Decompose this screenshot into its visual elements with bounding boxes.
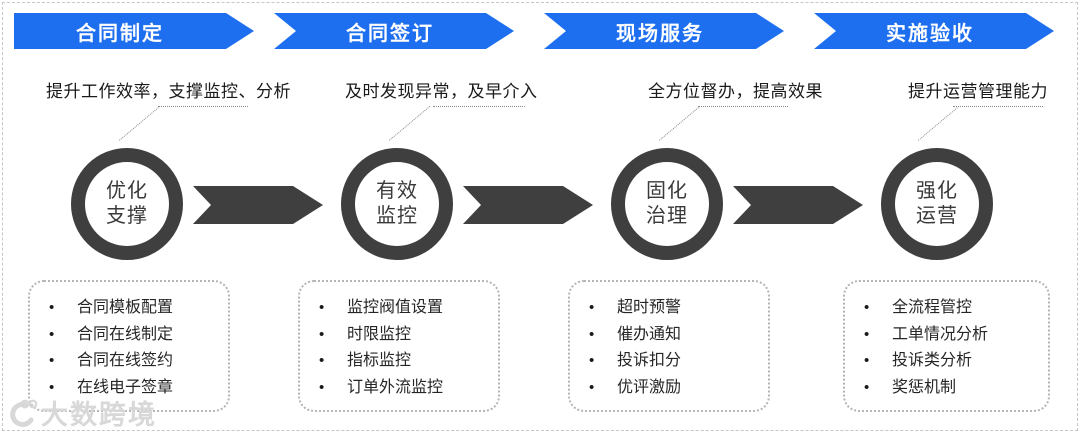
stage-items: 超时预警 催办通知 投诉扣分 优评激励 — [570, 295, 764, 401]
circle-label-line1: 有效 — [376, 180, 418, 202]
list-item: 投诉扣分 — [570, 348, 764, 375]
stage-banner: 实施验收 — [814, 13, 1054, 49]
list-item: 监控阀值设置 — [300, 295, 494, 322]
stage-banner: 现场服务 — [544, 13, 784, 49]
list-item: 时限监控 — [300, 322, 494, 349]
stage-banner: 合同制定 — [14, 13, 254, 49]
callout-line-horizontal — [158, 106, 248, 107]
callout-line-diagonal — [389, 105, 431, 141]
watermark: 大数跨境 — [2, 393, 157, 432]
callout-line-horizontal — [433, 106, 525, 107]
list-item: 指标监控 — [300, 348, 494, 375]
stage-column-3: 现场服务 全方位督办，提高效果 固化 治理 超时预警 催办通知 投诉扣分 优评激… — [540, 0, 823, 433]
arrow-connector-icon — [193, 186, 323, 224]
stage-circle: 强化 运营 — [881, 148, 993, 260]
callout-line-diagonal — [918, 105, 960, 141]
list-item: 超时预警 — [570, 295, 764, 322]
callout-line-diagonal — [119, 105, 161, 141]
list-item: 奖惩机制 — [845, 375, 1044, 402]
stage-description: 及时发现异常，及早介入 — [345, 82, 538, 101]
stage-description: 全方位督办，提高效果 — [648, 82, 823, 101]
stage-banner: 合同签订 — [274, 13, 514, 49]
stage-items-box: 全流程管控 工单情况分析 投诉类分析 奖惩机制 — [843, 280, 1050, 412]
circle-label-line1: 优化 — [106, 180, 148, 202]
stage-column-4: 实施验收 提升运营管理能力 强化 运营 全流程管控 工单情况分析 投诉类分析 奖… — [810, 0, 1080, 433]
list-item: 全流程管控 — [845, 295, 1044, 322]
stage-items-box: 合同模板配置 合同在线制定 合同在线签约 在线电子签章 — [28, 280, 230, 412]
circle-label-line2: 支撑 — [106, 205, 148, 227]
stage-items-box: 监控阀值设置 时限监控 指标监控 订单外流监控 — [298, 280, 500, 412]
callout-line-horizontal — [953, 106, 1043, 107]
circle-label-line1: 固化 — [646, 180, 688, 202]
stage-circle: 有效 监控 — [341, 148, 453, 260]
list-item: 催办通知 — [570, 322, 764, 349]
list-item: 优评激励 — [570, 375, 764, 402]
list-item: 订单外流监控 — [300, 375, 494, 402]
watermark-logo-icon — [2, 397, 38, 429]
circle-label-line2: 治理 — [646, 205, 688, 227]
arrow-connector-icon — [463, 186, 593, 224]
list-item: 合同模板配置 — [30, 295, 224, 322]
stage-items: 全流程管控 工单情况分析 投诉类分析 奖惩机制 — [845, 295, 1044, 401]
circle-label-line1: 强化 — [916, 180, 958, 202]
stage-items: 合同模板配置 合同在线制定 合同在线签约 在线电子签章 — [30, 295, 224, 401]
list-item: 投诉类分析 — [845, 348, 1044, 375]
stage-items-box: 超时预警 催办通知 投诉扣分 优评激励 — [568, 280, 770, 412]
stage-column-2: 合同签订 及时发现异常，及早介入 有效 监控 监控阀值设置 时限监控 指标监控 … — [270, 0, 540, 433]
list-item: 合同在线制定 — [30, 322, 224, 349]
circle-label-line2: 运营 — [916, 205, 958, 227]
circle-label-line2: 监控 — [376, 205, 418, 227]
callout-line-diagonal — [659, 105, 701, 141]
stage-items: 监控阀值设置 时限监控 指标监控 订单外流监控 — [300, 295, 494, 401]
watermark-text: 大数跨境 — [41, 400, 157, 430]
list-item: 在线电子签章 — [30, 375, 224, 402]
stage-circle: 固化 治理 — [611, 148, 723, 260]
stage-description: 提升工作效率，支撑监控、分析 — [46, 82, 291, 101]
list-item: 合同在线签约 — [30, 348, 224, 375]
stage-column-1: 合同制定 提升工作效率，支撑监控、分析 优化 支撑 合同模板配置 合同在线制定 … — [0, 0, 291, 433]
stage-description: 提升运营管理能力 — [908, 82, 1048, 101]
arrow-connector-icon — [733, 186, 863, 224]
stage-circle: 优化 支撑 — [71, 148, 183, 260]
callout-line-horizontal — [698, 106, 788, 107]
list-item: 工单情况分析 — [845, 322, 1044, 349]
